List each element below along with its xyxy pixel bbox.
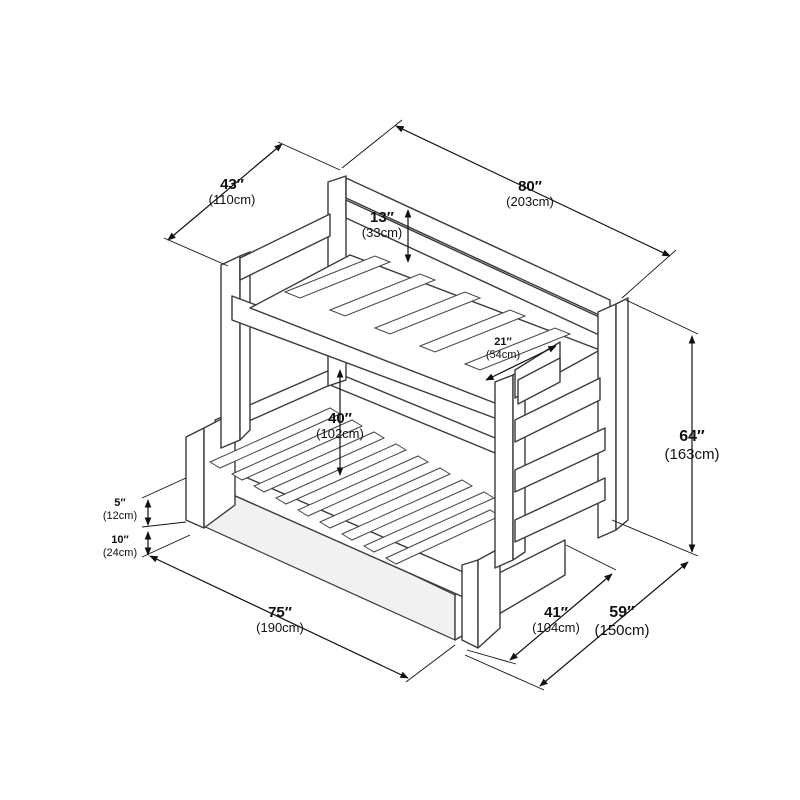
dim-label-clearance: 40″ (102cm) — [316, 410, 364, 442]
dim-width-top-metric: (110cm) — [208, 192, 256, 208]
dim-label-width-top: 43″ (110cm) — [209, 176, 256, 208]
lower-slats — [208, 407, 502, 565]
dim-clearance-metric: (102cm) — [316, 426, 364, 442]
dim-width-bottom-metric: (104cm) — [532, 620, 580, 636]
dim-trundle-rail-value: 5″ — [114, 497, 126, 509]
dim-label-guardrail: 13″ (33cm) — [362, 209, 402, 241]
dim-ladder-gap-value: 21″ — [494, 336, 512, 348]
dim-length-bottom-metric: (190cm) — [256, 620, 304, 636]
dim-label-width-total: 59″ (150cm) — [594, 604, 649, 640]
dim-height-metric: (163cm) — [664, 446, 720, 464]
dim-width-total-value: 59″ — [609, 604, 635, 621]
dim-clearance-value: 40″ — [328, 410, 352, 427]
dim-label-trundle-rail: 5″ (12cm) — [103, 497, 137, 522]
dim-label-length-bottom: 75″ (190cm) — [256, 604, 304, 636]
dim-trundle-rail-metric: (12cm) — [102, 509, 138, 522]
dim-width-top-value: 43″ — [220, 176, 244, 193]
dim-label-width-bottom: 41″ (104cm) — [532, 604, 580, 636]
dim-trundle-height-value: 10″ — [111, 534, 129, 546]
dim-label-trundle-height: 10″ (24cm) — [103, 534, 137, 559]
dim-label-height: 64″ (163cm) — [664, 428, 719, 464]
dim-length-bottom-value: 75″ — [268, 604, 292, 621]
dimension-lines — [141, 119, 699, 691]
dim-length-top-value: 80″ — [518, 178, 542, 195]
dim-height-value: 64″ — [679, 428, 705, 445]
dim-label-length-top: 80″ (203cm) — [506, 178, 554, 210]
dim-trundle-height-metric: (24cm) — [102, 546, 138, 559]
dim-width-bottom-value: 41″ — [544, 604, 568, 621]
dim-guardrail-value: 13″ — [370, 209, 394, 226]
dim-length-top-metric: (203cm) — [506, 194, 554, 210]
dim-ladder-gap-metric: (54cm) — [485, 348, 521, 361]
dim-width-total-metric: (150cm) — [594, 622, 650, 640]
dim-guardrail-metric: (33cm) — [361, 225, 403, 241]
dim-label-ladder-gap: 21″ (54cm) — [486, 336, 520, 361]
ladder — [514, 341, 606, 543]
